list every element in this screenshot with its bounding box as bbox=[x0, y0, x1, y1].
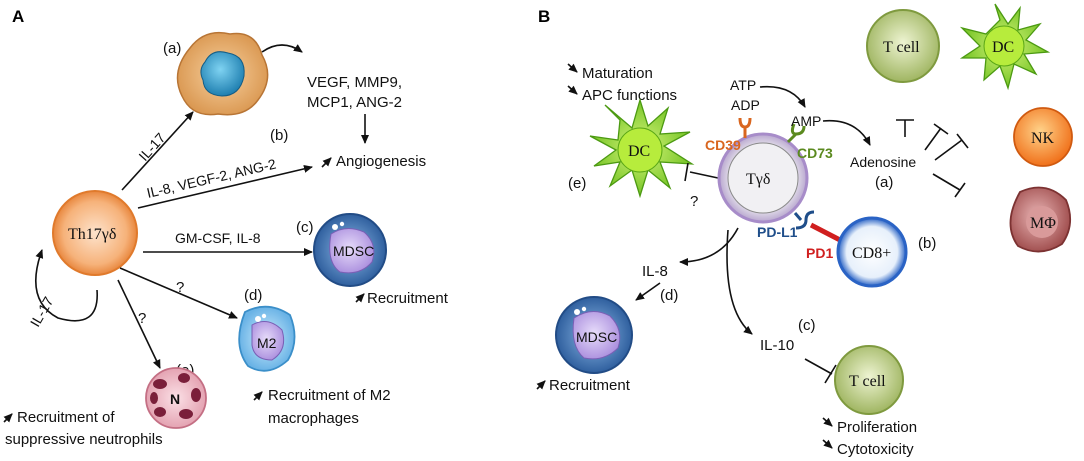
th17-label: Th17γδ bbox=[68, 226, 116, 243]
cytotoxicity-label: Cytotoxicity bbox=[837, 441, 914, 458]
dendritic-cell: DC bbox=[589, 97, 695, 199]
cd73-label: CD73 bbox=[797, 145, 833, 161]
pdl1-label: PD-L1 bbox=[757, 224, 798, 240]
mdsc-cell: MDSC bbox=[313, 213, 387, 287]
mark-b-b: (b) bbox=[918, 235, 936, 252]
neutrophil-label: N bbox=[170, 391, 180, 407]
mark-c-b: (c) bbox=[798, 317, 816, 334]
apc-down-icon bbox=[567, 85, 578, 95]
macrophage-label: MΦ bbox=[1030, 215, 1056, 232]
cd73-receptor-icon bbox=[786, 123, 806, 144]
mdsc-b-recruitment-up-icon bbox=[536, 380, 546, 390]
cd8-label: CD8+ bbox=[852, 245, 891, 262]
recruitment-up-icon bbox=[355, 293, 365, 303]
mark-a: (a) bbox=[163, 40, 181, 57]
adenosine-inhibition-marks bbox=[896, 119, 969, 198]
m2-recruitment-up-icon bbox=[253, 391, 263, 401]
tcell-bottom-label: T cell bbox=[849, 373, 886, 390]
atp-label: ATP bbox=[730, 77, 756, 93]
proliferation-label: Proliferation bbox=[837, 419, 917, 436]
question-b: ? bbox=[690, 193, 698, 210]
tumor-cell bbox=[176, 31, 269, 116]
neut-recruitment-line2: suppressive neutrophils bbox=[5, 431, 163, 448]
mark-a-b: (a) bbox=[875, 174, 893, 191]
mark-b: (b) bbox=[270, 127, 288, 144]
angiogenesis-label: Angiogenesis bbox=[336, 153, 426, 170]
nk-label: NK bbox=[1031, 130, 1055, 147]
dc-label: DC bbox=[628, 143, 650, 160]
t-cell-bottom: T cell bbox=[834, 345, 904, 415]
panel-a-label: A bbox=[12, 7, 24, 26]
cytotoxicity-down-icon bbox=[822, 439, 833, 449]
inhibit-dc-bar bbox=[684, 162, 689, 182]
proliferation-down-icon bbox=[822, 417, 833, 427]
mdsc-b-recruitment-label: Recruitment bbox=[549, 377, 631, 394]
pdl1-receptor-icon bbox=[793, 210, 815, 230]
tgd-il8-branch bbox=[679, 227, 739, 266]
cd39-receptor-icon bbox=[738, 117, 752, 138]
question-e: ? bbox=[138, 310, 146, 327]
pd1-label: PD1 bbox=[806, 245, 833, 261]
il8-vegf-arrow bbox=[137, 164, 313, 209]
il8-to-mdsc-arrow bbox=[635, 282, 661, 301]
amp-label: AMP bbox=[791, 113, 821, 129]
inhibit-dc-line bbox=[689, 171, 719, 179]
il10-label: IL-10 bbox=[760, 337, 794, 354]
question-d: ? bbox=[176, 279, 184, 296]
factors-line1: VEGF, MMP9, bbox=[307, 74, 402, 91]
amp-to-adenosine-arrow bbox=[822, 119, 871, 146]
il10-inhibit-line bbox=[804, 358, 833, 375]
mark-e-b: (e) bbox=[568, 175, 586, 192]
adp-label: ADP bbox=[731, 97, 760, 113]
neutrophil-recruitment-up-icon bbox=[3, 413, 13, 423]
m2-recruitment-line2: macrophages bbox=[268, 410, 359, 427]
maturation-down-icon bbox=[567, 63, 578, 73]
il10-inhibit-bar bbox=[824, 364, 837, 384]
macrophage: MΦ bbox=[1009, 186, 1072, 253]
maturation-label: Maturation bbox=[582, 65, 653, 82]
il17-loop-label: IL-17 bbox=[27, 294, 57, 330]
m2-macrophage: M2 bbox=[238, 305, 296, 372]
angiogenesis-up-icon bbox=[321, 157, 332, 168]
mdsc-label: MDSC bbox=[333, 243, 374, 259]
pd1-receptor-icon bbox=[809, 222, 842, 243]
panel-b-label: B bbox=[538, 7, 550, 26]
il17-arrow bbox=[121, 111, 194, 191]
adenosine-label: Adenosine bbox=[850, 154, 916, 170]
atp-to-amp-arrow bbox=[759, 85, 806, 108]
neutrophil: N bbox=[145, 367, 207, 429]
mark-c: (c) bbox=[296, 219, 314, 236]
il17-label: IL-17 bbox=[135, 129, 168, 164]
il8-vegf-label: IL-8, VEGF-2, ANG-2 bbox=[145, 156, 278, 201]
cd8-t-cell: CD8+ bbox=[836, 216, 908, 288]
tcell-top-label: T cell bbox=[883, 39, 920, 56]
tgd-label: Tγδ bbox=[746, 171, 770, 188]
mark-d-b: (d) bbox=[660, 287, 678, 304]
tgd-cell: Tγδ bbox=[717, 132, 809, 224]
m2-label: M2 bbox=[257, 335, 277, 351]
m2-recruitment-line1: Recruitment of M2 bbox=[268, 387, 391, 404]
arrow-to-neutrophil bbox=[117, 279, 161, 369]
gmcsf-label: GM-CSF, IL-8 bbox=[175, 230, 261, 246]
apc-label: APC functions bbox=[582, 87, 677, 104]
mdsc-cell-b: MDSC bbox=[555, 296, 633, 374]
tumor-secretion-arrow bbox=[261, 44, 303, 53]
mdsc-b-label: MDSC bbox=[576, 329, 617, 345]
t-cell-top: T cell bbox=[866, 9, 940, 83]
mark-d: (d) bbox=[244, 287, 262, 304]
cd39-label: CD39 bbox=[705, 137, 741, 153]
tgd-il10-branch bbox=[726, 229, 753, 335]
th17-gd-cell: Th17γδ bbox=[52, 190, 138, 276]
dc-top-label: DC bbox=[992, 39, 1014, 56]
il17-autocrine-loop bbox=[35, 249, 98, 322]
il8-label: IL-8 bbox=[642, 263, 668, 280]
arrow-to-m2 bbox=[119, 267, 238, 319]
neut-recruitment-line1: Recruitment of bbox=[17, 409, 115, 426]
nk-cell: NK bbox=[1013, 107, 1073, 167]
recruitment-label: Recruitment bbox=[367, 290, 449, 307]
dendritic-cell-top: DC bbox=[959, 3, 1051, 91]
factors-line2: MCP1, ANG-2 bbox=[307, 94, 402, 111]
